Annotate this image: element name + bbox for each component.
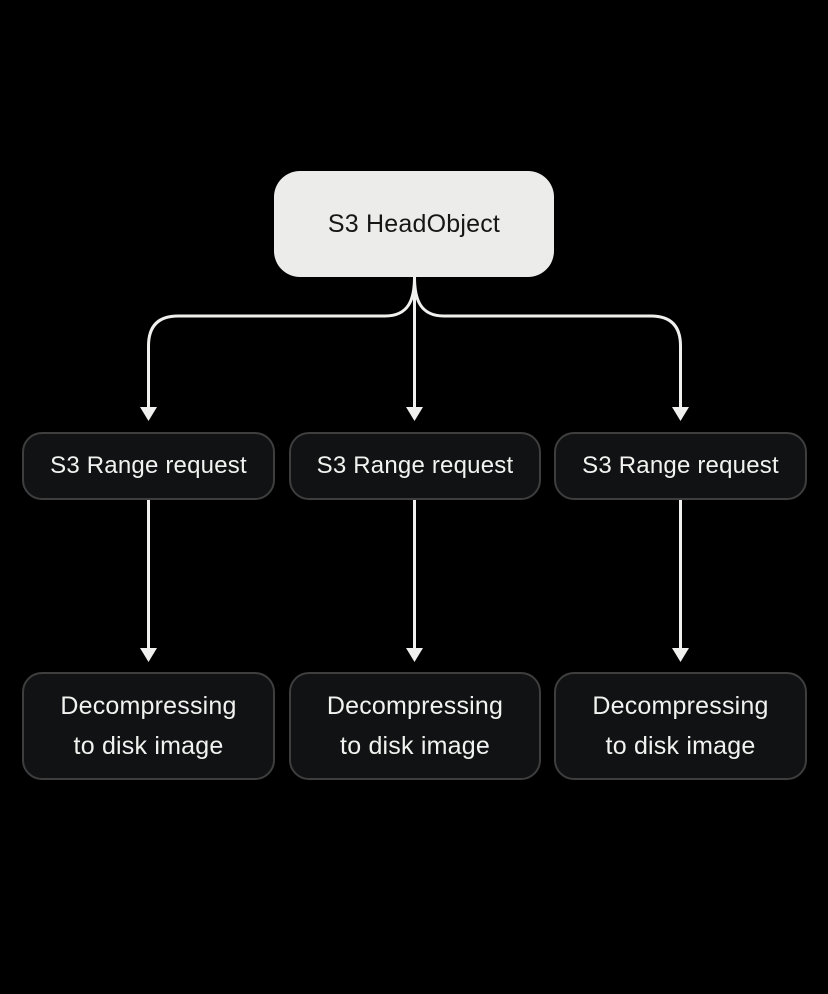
- node-range-request-2-label: S3 Range request: [316, 452, 514, 479]
- node-decompress-3: Decompressing to disk image: [554, 672, 807, 780]
- node-range-request-3-label: S3 Range request: [582, 452, 779, 479]
- node-decompress-2-line1: Decompressing: [326, 692, 504, 720]
- node-s3-headobject: S3 HeadObject: [274, 171, 554, 277]
- node-range-request-3: S3 Range request: [554, 432, 807, 500]
- node-decompress-1-line1: Decompressing: [60, 692, 237, 720]
- node-decompress-3-line2: to disk image: [605, 732, 756, 760]
- node-decompress-1-label: Decompressing to disk image: [60, 686, 236, 766]
- node-decompress-1-line2: to disk image: [73, 732, 224, 760]
- node-s3-headobject-label: S3 HeadObject: [327, 209, 501, 238]
- node-range-request-2: S3 Range request: [289, 432, 541, 500]
- node-range-request-1-label: S3 Range request: [50, 452, 247, 479]
- arrowhead-right-icon: [672, 407, 689, 421]
- node-range-request-1: S3 Range request: [22, 432, 275, 500]
- node-decompress-2: Decompressing to disk image: [289, 672, 541, 780]
- node-decompress-2-line2: to disk image: [340, 732, 490, 760]
- node-decompress-1: Decompressing to disk image: [22, 672, 275, 780]
- arrowhead-left-column-icon: [140, 648, 157, 662]
- arrow-root-to-left: [147, 276, 416, 407]
- arrow-root-to-right: [413, 276, 682, 407]
- arrowhead-left-icon: [140, 407, 157, 421]
- arrowhead-middle-icon: [406, 407, 423, 421]
- node-decompress-3-line1: Decompressing: [592, 692, 769, 720]
- node-decompress-2-label: Decompressing to disk image: [327, 686, 503, 766]
- node-decompress-3-label: Decompressing to disk image: [592, 686, 768, 766]
- arrowhead-middle-column-icon: [406, 648, 423, 662]
- arrowhead-right-column-icon: [672, 648, 689, 662]
